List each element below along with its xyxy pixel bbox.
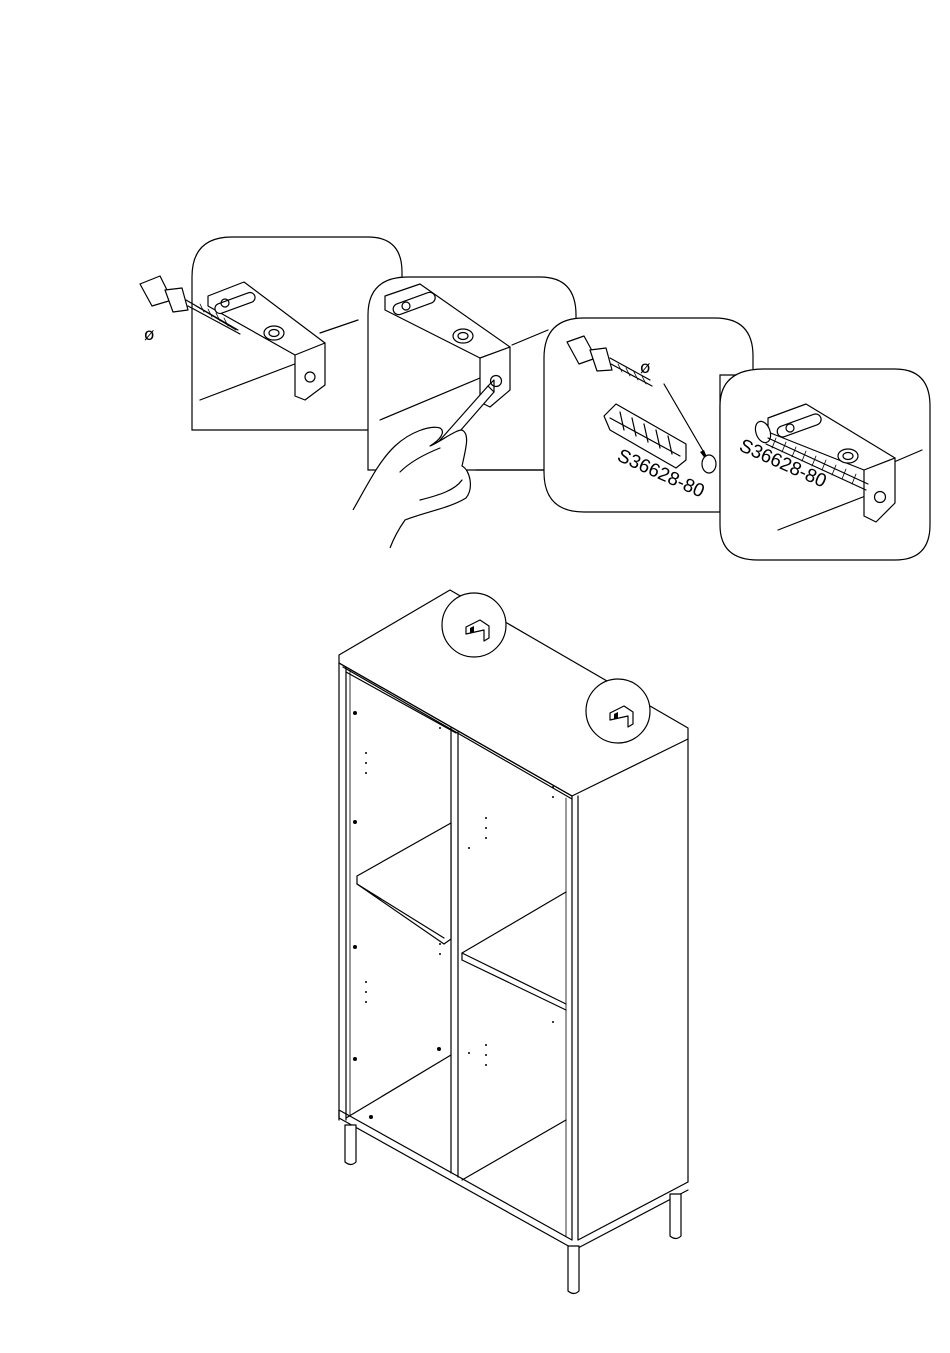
cabinet-icon [339,590,688,1294]
step-panel-screw: S36628-80 [720,369,930,560]
shelf-pin-holes [353,711,554,1119]
step-panel-drill: ø [140,237,402,430]
diameter-icon: ø [640,358,650,378]
step-panel-mark [353,277,576,548]
diameter-icon: ø [144,325,154,345]
